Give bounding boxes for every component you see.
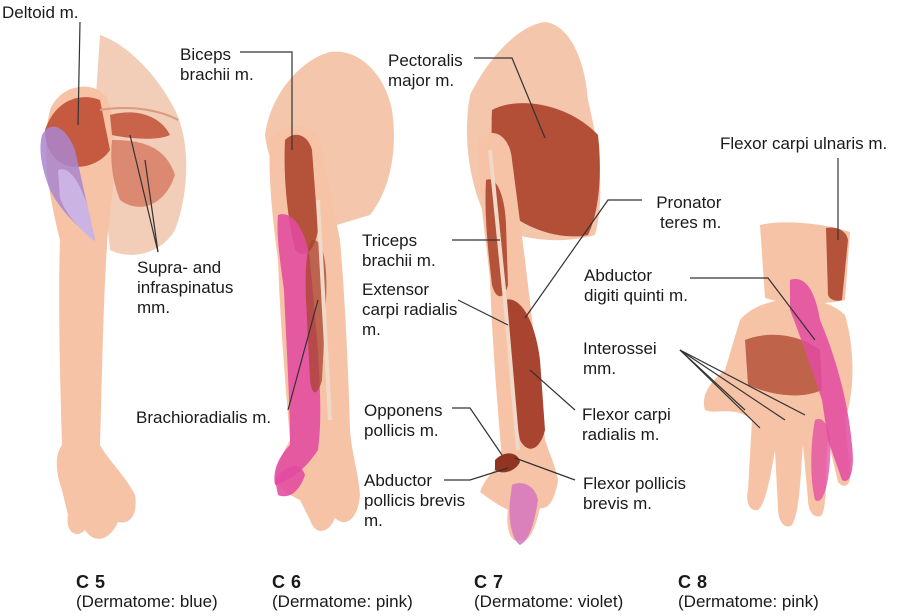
- leader-abductor-pollicis: [444, 467, 509, 481]
- c5-arm: [40, 35, 187, 539]
- leader-biceps: [240, 51, 293, 150]
- c5-dermatome-blue-light: [58, 169, 95, 242]
- c7-thenar: [495, 453, 520, 473]
- label-supra-infraspinatus: Supra- and infraspinatus mm.: [137, 258, 234, 317]
- c7-pectoralis: [491, 103, 600, 237]
- label-pronator-teres: Pronator teres m.: [656, 193, 722, 232]
- c8-finger-pink: [811, 419, 831, 501]
- c5-infraspinatus: [111, 140, 175, 207]
- leader-extensor: [457, 299, 509, 326]
- dermatome-c6: (Dermatome: pink): [272, 592, 413, 611]
- caption-c5: C 5 (Dermatome: blue): [76, 572, 218, 612]
- dermatome-c5: (Dermatome: blue): [76, 592, 218, 611]
- label-abductor-pollicis-brevis: Abductor pollicis brevis m.: [364, 471, 466, 530]
- label-brachioradialis: Brachioradialis m.: [136, 408, 272, 427]
- c5-scapula-line: [99, 107, 179, 121]
- label-flexor-carpi-radialis: Flexor carpi radialis m.: [582, 405, 671, 444]
- leader-interossei-4: [679, 349, 746, 411]
- leader-opponens: [452, 407, 503, 456]
- leader-flexor-pollicis: [514, 457, 576, 481]
- c6-bone: [316, 199, 332, 421]
- dermatome-c8: (Dermatome: pink): [678, 592, 819, 611]
- label-pectoralis: Pectoralis major m.: [388, 51, 463, 90]
- c8-hand: [703, 222, 853, 527]
- leader-supra-1: [129, 134, 159, 253]
- label-triceps: Triceps brachii m.: [362, 231, 436, 270]
- leader-deltoid: [77, 21, 81, 126]
- c7-hand-violet: [509, 483, 538, 545]
- label-interossei: Interossei mm.: [583, 339, 657, 378]
- segment-c8: C 8: [678, 572, 708, 592]
- label-extensor-carpi-radialis: Extensor carpi radialis m.: [362, 280, 458, 339]
- label-abductor-digiti-quinti: Abductor digiti quinti m.: [584, 266, 688, 305]
- dermatome-c7: (Dermatome: violet): [474, 592, 624, 611]
- label-flexor-pollicis-brevis: Flexor pollicis brevis m.: [583, 474, 686, 513]
- leader-interossei-2: [679, 349, 786, 421]
- leader-abductor-digiti: [690, 277, 816, 341]
- leader-brachioradialis: [287, 299, 319, 411]
- c8-dermatome-pink: [790, 279, 853, 481]
- segment-c6: C 6: [272, 572, 302, 592]
- c5-supraspinatus: [110, 112, 170, 139]
- caption-c6: C 6 (Dermatome: pink): [272, 572, 413, 612]
- label-opponens-pollicis: Opponens pollicis m.: [364, 401, 443, 440]
- label-flexor-carpi-ulnaris: Flexor carpi ulnaris m.: [720, 134, 888, 153]
- label-biceps: Biceps brachii m.: [180, 45, 254, 84]
- leader-supra-2: [144, 159, 159, 253]
- leader-pectoralis: [474, 57, 546, 139]
- leader-flexor-carpi-radialis: [529, 369, 576, 411]
- c8-flexor-carpi-ulnaris: [826, 227, 848, 301]
- c6-hand-pink: [275, 465, 305, 497]
- leader-interossei-1: [679, 349, 806, 416]
- c8-interossei: [745, 334, 822, 396]
- c7-bone: [488, 149, 520, 451]
- caption-c7: C 7 (Dermatome: violet): [474, 572, 623, 612]
- segment-c5: C 5: [76, 572, 106, 592]
- leader-lines: [77, 21, 839, 481]
- label-deltoid: Deltoid m.: [2, 3, 79, 22]
- caption-c8: C 8 (Dermatome: pink): [678, 572, 819, 612]
- segment-c7: C 7: [474, 572, 504, 592]
- c6-arm: [265, 51, 394, 532]
- c7-arm: [466, 22, 601, 545]
- leader-pronator: [524, 199, 642, 319]
